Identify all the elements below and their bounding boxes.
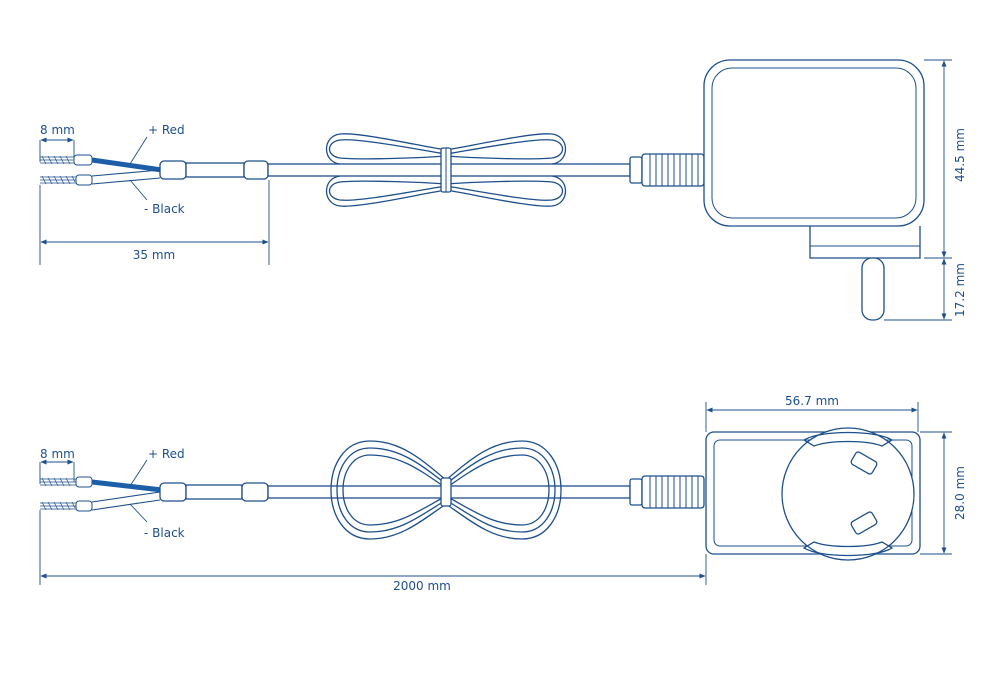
top-red-wire-label: + Red: [148, 123, 185, 137]
top-plug-pin: [861, 257, 885, 321]
body-depth-dimension: 28.0 mm: [920, 431, 967, 555]
bottom-adapter-body: [705, 427, 921, 561]
plug-pin-upper: [850, 451, 878, 475]
bottom-red-wire-label: + Red: [148, 447, 185, 461]
bottom-view: 8 mm + Red - Black: [39, 394, 967, 593]
bottom-wires: [75, 476, 163, 512]
plug-pin-lower: [850, 511, 878, 535]
top-black-wire-label: - Black: [144, 202, 185, 216]
bottom-cable-sleeve: [159, 482, 269, 502]
bottom-cable: [267, 440, 631, 540]
body-width-dimension: 56.7 mm: [705, 394, 919, 432]
top-cable-sleeve: [159, 160, 269, 180]
top-strip-length-label: 8 mm: [40, 123, 75, 137]
plug-face: [781, 427, 915, 561]
bottom-bare-strands: [40, 477, 76, 511]
bottom-cable-tie: [440, 477, 452, 507]
top-cable: [267, 133, 631, 207]
top-strain-relief: [629, 153, 705, 187]
cable-length-label: 2000 mm: [393, 579, 451, 593]
top-strip-dimension: 8 mm: [39, 123, 75, 162]
body-height-label: 44.5 mm: [953, 128, 967, 182]
pin-length-label: 17.2 mm: [953, 263, 967, 317]
top-height-dimensions: 44.5 mm 17.2 mm: [884, 59, 967, 321]
top-wires: [73, 154, 163, 186]
body-width-label: 56.7 mm: [785, 394, 839, 408]
body-depth-label: 28.0 mm: [953, 466, 967, 520]
cable-length-dimension: 2000 mm: [39, 510, 707, 593]
top-sleeve-dimension: 35 mm: [39, 180, 270, 265]
top-bare-strands: [40, 155, 76, 185]
top-sleeve-length-label: 35 mm: [133, 248, 175, 262]
bottom-strain-relief: [629, 475, 705, 509]
bottom-strip-length-label: 8 mm: [40, 447, 75, 461]
top-adapter-body: [703, 59, 925, 321]
bottom-strip-dimension: 8 mm: [39, 447, 75, 484]
bottom-black-wire-label: - Black: [144, 526, 185, 540]
top-view: 8 mm + Red - Black: [39, 59, 967, 321]
